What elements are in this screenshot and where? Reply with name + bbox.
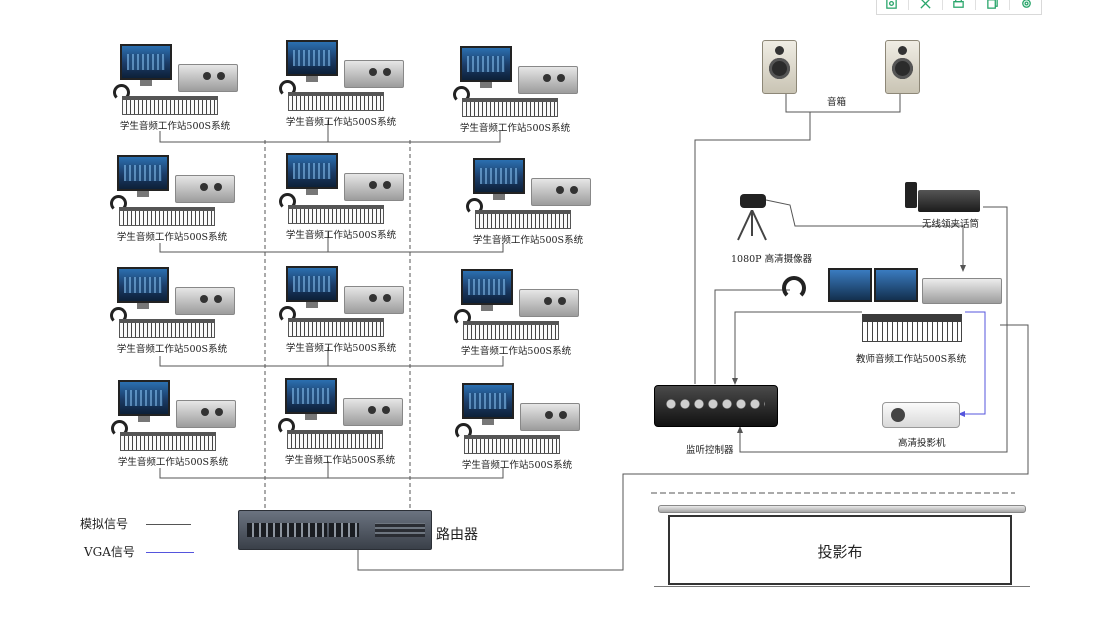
projector-icon	[882, 402, 960, 428]
student-station-label: 学生音频工作站500S系统	[285, 117, 397, 128]
legend-analog-label: 模拟信号	[80, 517, 129, 531]
student-station-label: 学生音频工作站500S系统	[285, 230, 397, 241]
router-link	[357, 324, 1029, 571]
print-icon[interactable]	[946, 0, 972, 12]
image-icon[interactable]	[879, 0, 905, 12]
camera-icon	[740, 194, 766, 208]
row-1-bus	[159, 131, 501, 143]
teacher-monitor-2	[874, 268, 918, 302]
screen-label: 投影布	[817, 543, 863, 561]
speaker-right-icon	[885, 40, 920, 94]
settings-icon[interactable]	[1013, 0, 1039, 12]
headphones-icon	[279, 80, 296, 97]
student-station: 学生音频工作站500S系统	[107, 267, 237, 362]
monitor-controller-label: 监听控制器	[686, 445, 734, 456]
headphones-icon	[454, 309, 471, 326]
audio-interface-icon	[922, 278, 1002, 304]
mic-link	[739, 206, 1008, 453]
headphones-icon	[279, 306, 296, 323]
camera-label: 1080P 高清摄像器	[731, 254, 813, 265]
student-station-label: 学生音频工作站500S系统	[461, 460, 573, 471]
student-station-label: 学生音频工作站500S系统	[472, 235, 584, 246]
headphones-icon	[466, 198, 483, 215]
headphones-icon	[279, 193, 296, 210]
teacher-station-label: 教师音频工作站500S系统	[856, 354, 967, 365]
diagram-toolbar	[876, 0, 1042, 15]
teacher-monitor-1	[828, 268, 872, 302]
student-station: 学生音频工作站500S系统	[452, 383, 582, 478]
headphones-icon	[110, 195, 127, 212]
student-station: 学生音频工作站500S系统	[450, 46, 580, 141]
teacher-keyboard-icon	[862, 314, 962, 342]
expand-icon[interactable]	[912, 0, 938, 12]
vga-link	[960, 311, 986, 415]
student-station-label: 学生音频工作站500S系统	[117, 457, 229, 468]
projector-label: 高清投影机	[898, 438, 946, 449]
student-station: 学生音频工作站500S系统	[108, 380, 238, 475]
student-station: 学生音频工作站500S系统	[276, 153, 406, 248]
headphones-icon	[110, 307, 127, 324]
student-station-label: 学生音频工作站500S系统	[460, 346, 572, 357]
monitor-controller-icon	[654, 385, 778, 427]
student-station: 学生音频工作站500S系统	[107, 155, 237, 250]
router-label: 路由器	[436, 527, 478, 543]
speaker-left-icon	[762, 40, 797, 94]
legend-vga-line	[146, 552, 194, 553]
student-station-label: 学生音频工作站500S系统	[284, 455, 396, 466]
copy-icon[interactable]	[980, 0, 1006, 12]
camera-link	[765, 199, 964, 270]
headphones-icon	[113, 84, 130, 101]
headphones-icon	[455, 423, 472, 440]
student-station-label: 学生音频工作站500S系统	[116, 232, 228, 243]
mic-transmitter-icon	[905, 182, 917, 208]
student-station: 学生音频工作站500S系统	[276, 40, 406, 135]
legend-vga-label: VGA信号	[84, 545, 135, 559]
row-4-bus	[159, 468, 504, 479]
router-icon	[238, 510, 432, 550]
projection-screen: 投影布	[654, 505, 1030, 589]
student-station-label: 学生音频工作站500S系统	[119, 121, 231, 132]
student-station: 学生音频工作站500S系统	[110, 44, 240, 139]
headphones-icon	[111, 420, 128, 437]
speaker-link	[694, 112, 811, 384]
student-station: 学生音频工作站500S系统	[463, 158, 593, 253]
row-3-bus	[159, 356, 504, 367]
student-station-label: 学生音频工作站500S系统	[285, 343, 397, 354]
microphone-receiver-icon	[918, 190, 980, 212]
student-station: 学生音频工作站500S系统	[275, 378, 405, 473]
student-station: 学生音频工作站500S系统	[276, 266, 406, 361]
headphones-icon	[278, 418, 295, 435]
row-2-bus	[159, 243, 504, 253]
speakers-label: 音箱	[827, 97, 847, 108]
student-station-label: 学生音频工作站500S系统	[116, 344, 228, 355]
student-station: 学生音频工作站500S系统	[451, 269, 581, 364]
microphone-label: 无线领夹话筒	[922, 219, 980, 230]
tripod-icon	[737, 210, 767, 241]
headphones-icon	[453, 86, 470, 103]
legend-analog-line	[146, 524, 191, 525]
headphones-icon	[782, 276, 806, 300]
student-station-label: 学生音频工作站500S系统	[459, 123, 571, 134]
